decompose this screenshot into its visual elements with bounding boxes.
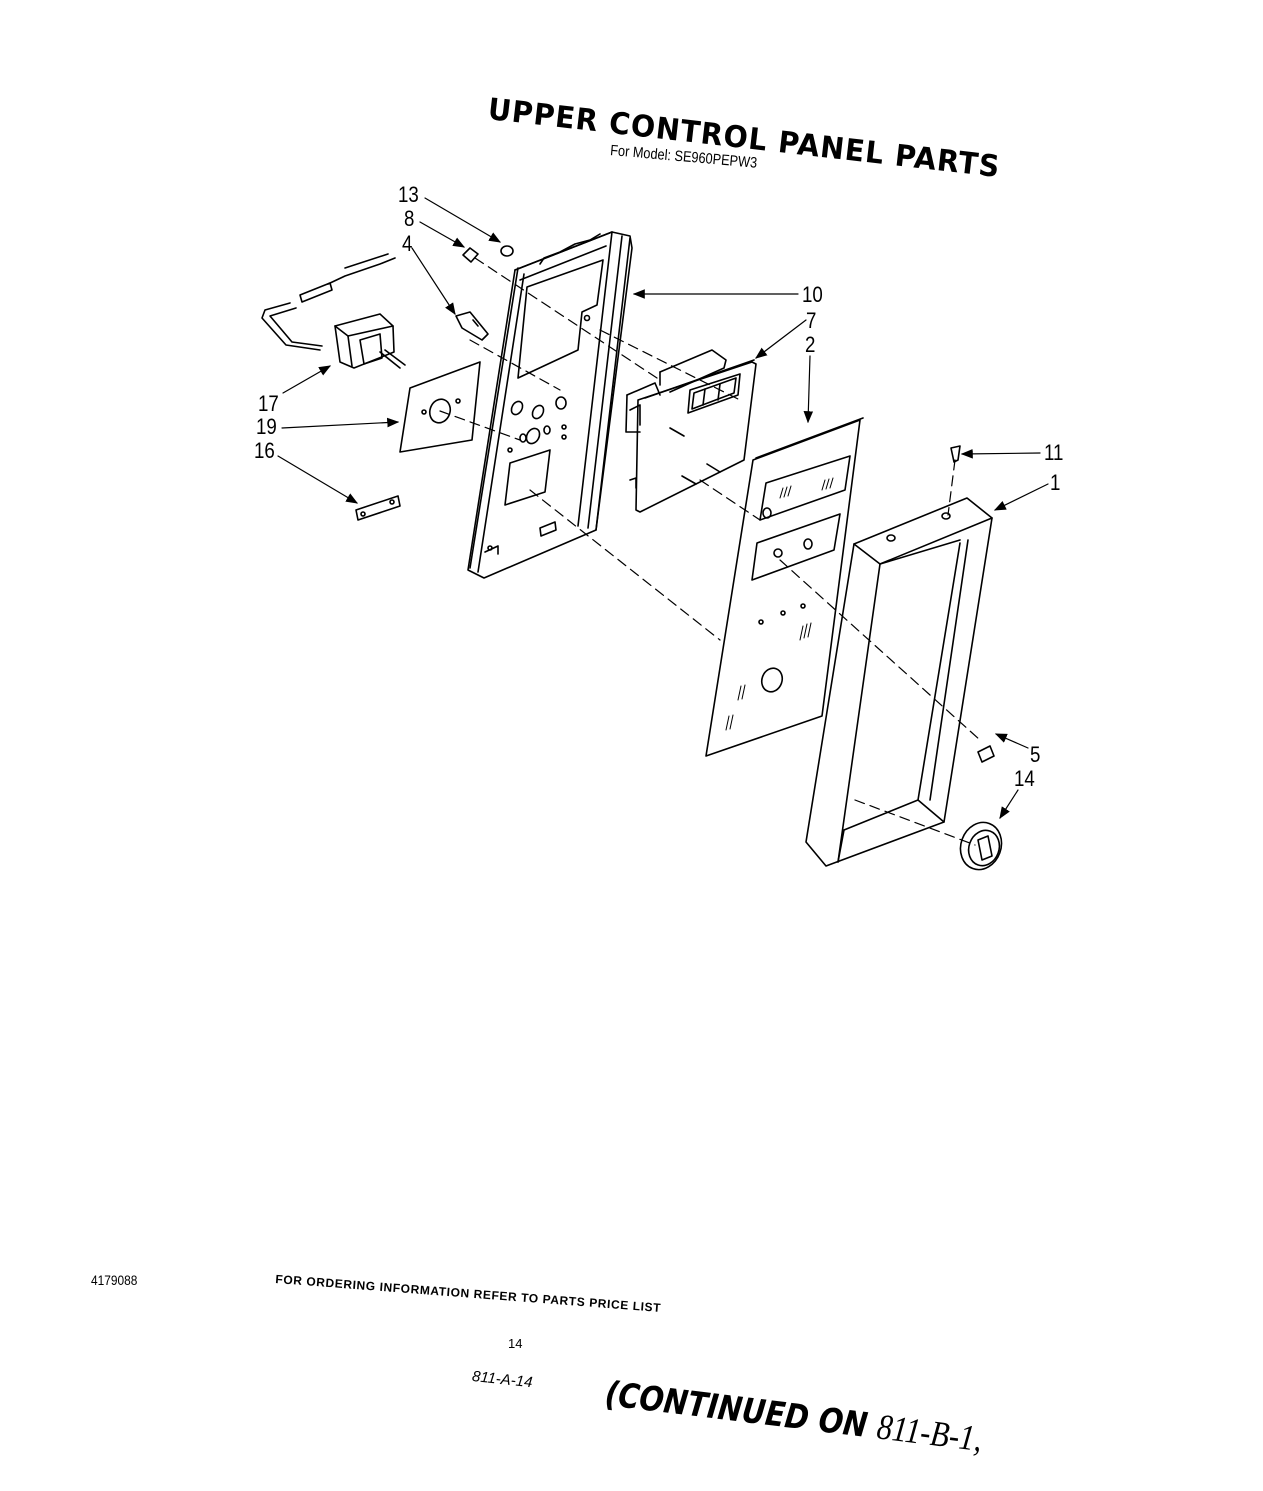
callout-11: 11: [1044, 440, 1064, 465]
lamp-socket-part: [455, 311, 489, 341]
document-number: 4179088: [91, 1272, 138, 1288]
callout-16: 16: [254, 438, 275, 463]
callout-2: 2: [805, 332, 816, 357]
callout-17: 17: [258, 391, 279, 416]
callout-4: 4: [402, 231, 413, 256]
callout-13: 13: [398, 182, 419, 207]
panel-frame-part: [805, 497, 993, 867]
knob-part: [959, 821, 1003, 871]
mounting-plate-part: [399, 361, 481, 453]
small-hardware-part: [462, 245, 995, 763]
callout-5: 5: [1030, 742, 1041, 767]
callout-1: 1: [1050, 470, 1061, 495]
alignment-lines: [439, 257, 981, 846]
clip-part: [355, 495, 401, 521]
switch-with-wiring-part: [261, 253, 406, 369]
page-number: 14: [508, 1336, 523, 1351]
callout-10: 10: [802, 282, 823, 307]
callout-14: 14: [1014, 766, 1035, 791]
control-panel-bracket-part: [467, 231, 633, 579]
control-faceplate-part: [705, 417, 864, 757]
callout-7: 7: [806, 308, 817, 333]
callout-8: 8: [404, 206, 415, 231]
callout-19: 19: [256, 414, 277, 439]
timer-control-module-part: [625, 349, 757, 513]
leader-arrows: [277, 197, 1049, 820]
